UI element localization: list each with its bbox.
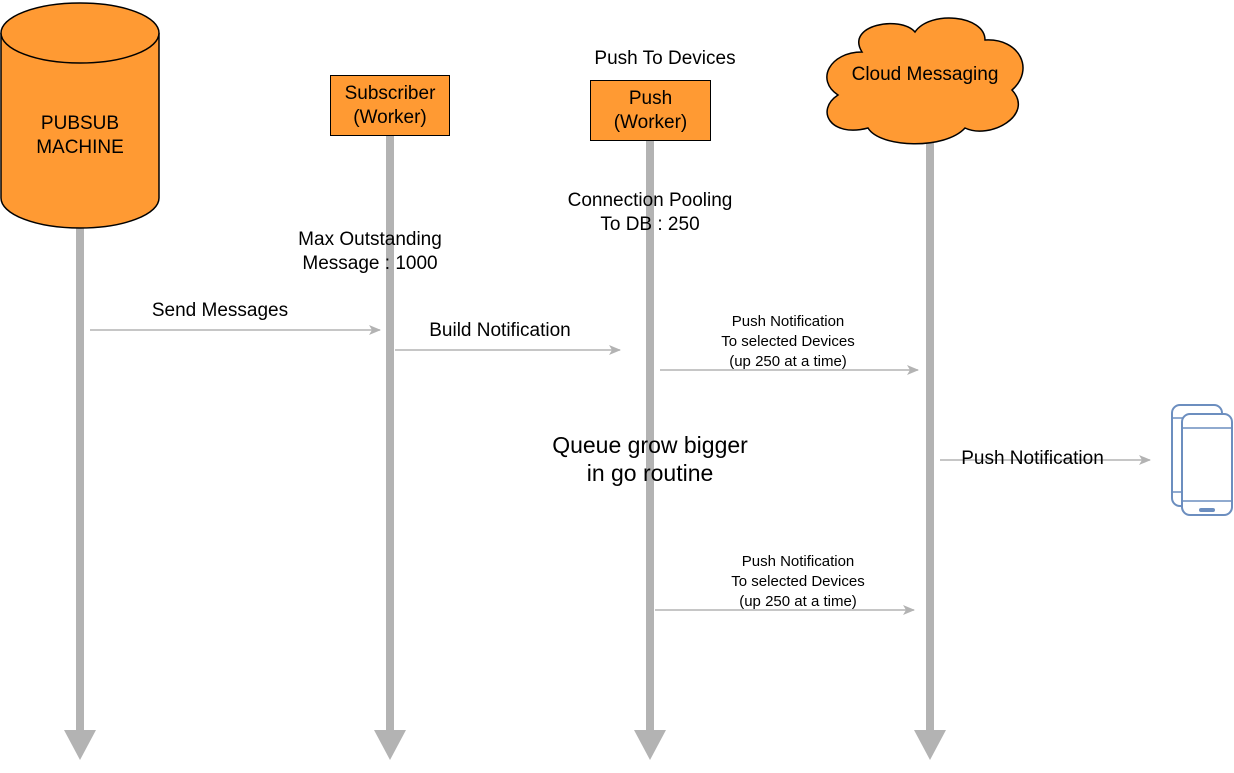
lifeline-push	[634, 140, 666, 760]
push-worker-box: Push (Worker)	[590, 80, 711, 141]
cloud-messaging-label: Cloud Messaging	[851, 64, 999, 85]
push-notification-label-2: Push Notification To selected Devices (u…	[731, 553, 865, 610]
lifeline-pubsub	[64, 228, 96, 760]
lifeline-subscriber	[374, 135, 406, 760]
pubsub-machine-label: PUBSUB MACHINE	[36, 113, 124, 158]
queue-grow-note: Queue grow bigger in go routine	[552, 432, 748, 486]
send-messages-label: Send Messages	[151, 300, 289, 321]
push-to-devices-caption: Push To Devices	[594, 48, 736, 69]
mobile-devices-icon	[1171, 404, 1233, 516]
push-notification-label-1: Push Notification To selected Devices (u…	[721, 313, 855, 370]
max-outstanding-note: Max Outstanding Message : 1000	[298, 229, 442, 274]
build-notification-label: Build Notification	[429, 320, 571, 341]
lifeline-cloud	[914, 140, 946, 760]
connection-pooling-note: Connection Pooling To DB : 250	[567, 190, 733, 235]
cloud-shape	[826, 17, 1024, 145]
push-notification-device-label: Push Notification	[961, 448, 1104, 469]
pubsub-cylinder	[0, 2, 160, 229]
subscriber-worker-box: Subscriber (Worker)	[330, 75, 450, 136]
